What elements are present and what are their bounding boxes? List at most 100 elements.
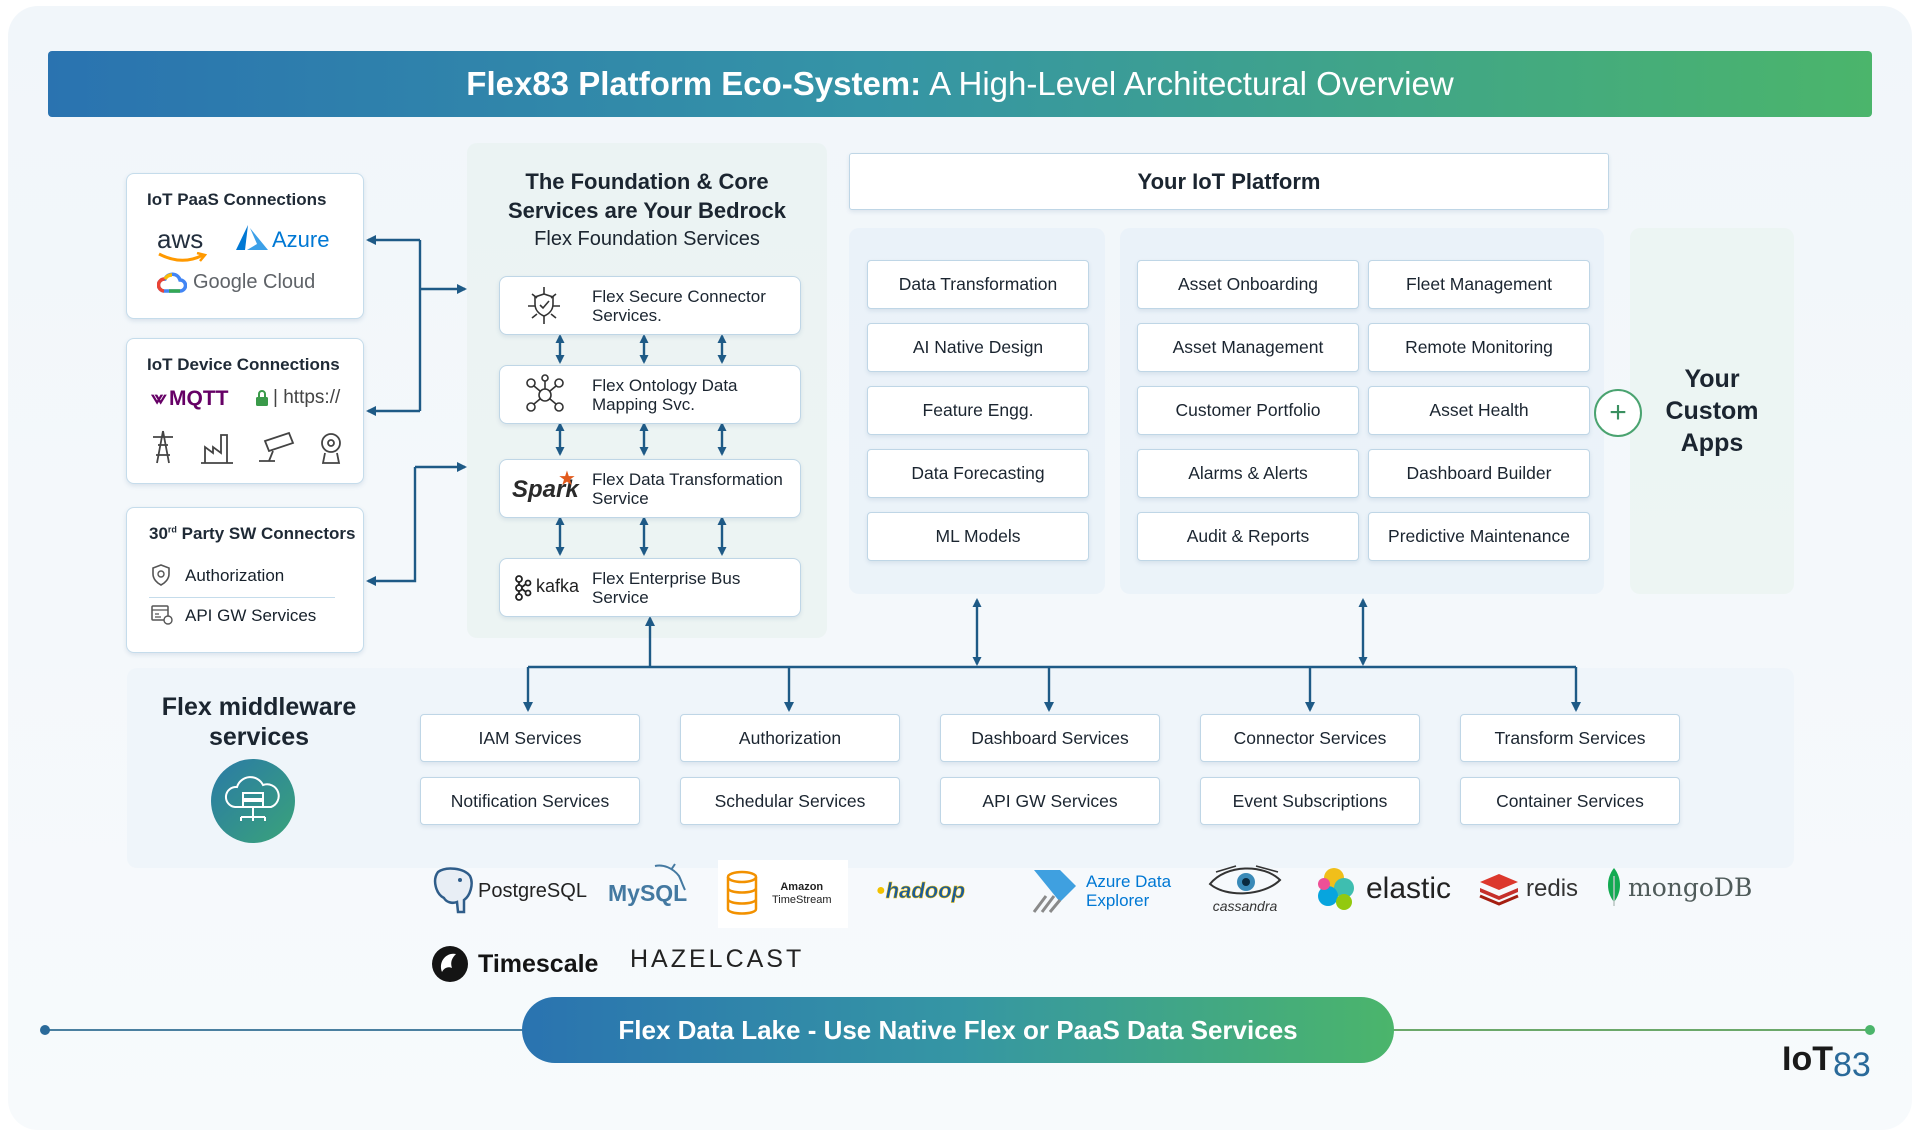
cloud-server-icon bbox=[211, 759, 295, 843]
mqtt-icon: ⩖ bbox=[151, 387, 167, 409]
iot83-brand: IoT83 bbox=[1782, 1040, 1871, 1084]
platform-item: Asset Onboarding bbox=[1137, 260, 1359, 309]
divider bbox=[149, 597, 335, 598]
timestream-text-amazon: Amazon bbox=[780, 881, 824, 893]
mysql-logo: MySQL bbox=[608, 854, 687, 907]
data-lake-banner: Flex Data Lake - Use Native Flex or PaaS… bbox=[522, 997, 1394, 1063]
platform-item: ML Models bbox=[867, 512, 1089, 561]
title-rest: A High-Level Architectural Overview bbox=[929, 65, 1454, 102]
thirdparty-title: 30rd Party SW Connectors bbox=[149, 524, 355, 544]
azure-data-explorer-line2: Explorer bbox=[1086, 891, 1150, 910]
middleware-item: Container Services bbox=[1460, 777, 1680, 825]
tower-icon bbox=[153, 430, 173, 464]
timestream-text-name: TimeStream bbox=[772, 894, 832, 906]
foundation-heading-line2: Services are Your Bedrock bbox=[507, 198, 786, 223]
azure-data-explorer-line1: Azure Data bbox=[1086, 872, 1172, 891]
azure-data-explorer-logo: Azure Data Explorer bbox=[1030, 866, 1171, 916]
dolphin-icon bbox=[654, 862, 687, 890]
aws-smile-icon bbox=[158, 252, 207, 262]
platform-item: Feature Engg. bbox=[867, 386, 1089, 435]
brand-sub: 83 bbox=[1832, 1046, 1871, 1084]
google-cloud-logo: Google Cloud bbox=[193, 271, 316, 293]
platform-item: AI Native Design bbox=[867, 323, 1089, 372]
timescale-icon bbox=[432, 946, 468, 982]
middleware-item: API GW Services bbox=[940, 777, 1160, 825]
platform-item: Data Forecasting bbox=[867, 449, 1089, 498]
foundation-heading-line1: The Foundation & Core bbox=[525, 169, 769, 194]
foundation-heading: The Foundation & Core Services are Your … bbox=[467, 167, 827, 225]
spark-logo: Spark bbox=[512, 476, 579, 503]
factory-icon bbox=[201, 434, 233, 464]
middleware-item: Connector Services bbox=[1200, 714, 1420, 762]
mqtt-logo: MQTT bbox=[169, 387, 229, 410]
cloud-icon bbox=[225, 776, 280, 821]
ontology-icon bbox=[526, 373, 564, 412]
hadoop-text: hadoop bbox=[885, 878, 966, 904]
device-icons-row bbox=[153, 430, 341, 464]
postgresql-text: PostgreSQL bbox=[478, 879, 587, 902]
brand-main: IoT bbox=[1782, 1040, 1833, 1078]
azure-icon bbox=[236, 225, 268, 250]
iot-platform-title: Your IoT Platform bbox=[849, 153, 1609, 210]
hadoop-elephant-icon: ● bbox=[876, 882, 886, 899]
platform-item: Data Transformation bbox=[867, 260, 1089, 309]
spark-star-icon: ★ bbox=[558, 468, 576, 490]
platform-item: Fleet Management bbox=[1368, 260, 1590, 309]
platform-item: Dashboard Builder bbox=[1368, 449, 1590, 498]
ontology-line1: Flex Ontology Data bbox=[592, 375, 738, 395]
platform-item: Alarms & Alerts bbox=[1137, 449, 1359, 498]
platform-item: Remote Monitoring bbox=[1368, 323, 1590, 372]
middleware-panel bbox=[127, 668, 1794, 868]
thirdparty-title-sup: rd bbox=[167, 524, 177, 535]
secure-connector-line1: Flex Secure Connector bbox=[592, 286, 766, 306]
middleware-item: Authorization bbox=[680, 714, 900, 762]
redis-icon bbox=[1479, 874, 1519, 906]
mysql-text: MySQL bbox=[608, 880, 688, 906]
api-gateway-icon bbox=[151, 605, 173, 625]
add-custom-app-button[interactable]: + bbox=[1594, 389, 1642, 437]
thirdparty-item-authorization: Authorization bbox=[185, 566, 285, 585]
middleware-item: Notification Services bbox=[420, 777, 640, 825]
azure-data-explorer-icon bbox=[1032, 870, 1076, 913]
timescale-text: Timescale bbox=[478, 949, 599, 978]
kafka-icon bbox=[515, 575, 532, 601]
google-cloud-icon bbox=[157, 272, 187, 293]
custom-apps-label: Your Custom Apps bbox=[1640, 363, 1784, 459]
aws-logo: aws bbox=[157, 224, 204, 254]
platform-item: Predictive Maintenance bbox=[1368, 512, 1590, 561]
title-banner: Flex83 Platform Eco-System: A High-Level… bbox=[48, 51, 1872, 117]
cassandra-text: cassandra bbox=[1212, 898, 1278, 914]
mongodb-logo: mongoDB bbox=[1604, 866, 1752, 908]
database-icon bbox=[726, 870, 758, 915]
elastic-text: elastic bbox=[1366, 872, 1452, 905]
azure-data-explorer-text: Azure Data Explorer bbox=[1086, 872, 1171, 910]
shield-network-icon bbox=[528, 286, 560, 324]
data-transformation-line1: Flex Data Transformation bbox=[592, 469, 783, 489]
platform-item: Audit & Reports bbox=[1137, 512, 1359, 561]
timestream-text: Amazon TimeStream bbox=[772, 881, 832, 907]
middleware-item: Schedular Services bbox=[680, 777, 900, 825]
middleware-item: Dashboard Services bbox=[940, 714, 1160, 762]
https-text: https:// bbox=[283, 387, 341, 408]
ontology-line2: Mapping Svc. bbox=[592, 394, 695, 414]
middleware-heading: Flex middleware services bbox=[134, 692, 384, 752]
camera-icon bbox=[259, 431, 295, 462]
enterprise-bus-line2: Service bbox=[592, 587, 649, 607]
https-label: | https:// bbox=[273, 387, 341, 408]
thirdparty-title-num: 30 bbox=[149, 524, 168, 543]
cassandra-eye-icon bbox=[1208, 865, 1282, 895]
hazelcast-logo: HAZELCAST bbox=[630, 945, 804, 974]
title-bold: Flex83 Platform Eco-System: bbox=[466, 65, 922, 102]
custom-apps-line1: Your bbox=[1684, 365, 1740, 393]
mongodb-leaf-icon bbox=[1608, 868, 1620, 906]
middleware-item: Transform Services bbox=[1460, 714, 1680, 762]
data-transformation-line2: Service bbox=[592, 488, 649, 508]
